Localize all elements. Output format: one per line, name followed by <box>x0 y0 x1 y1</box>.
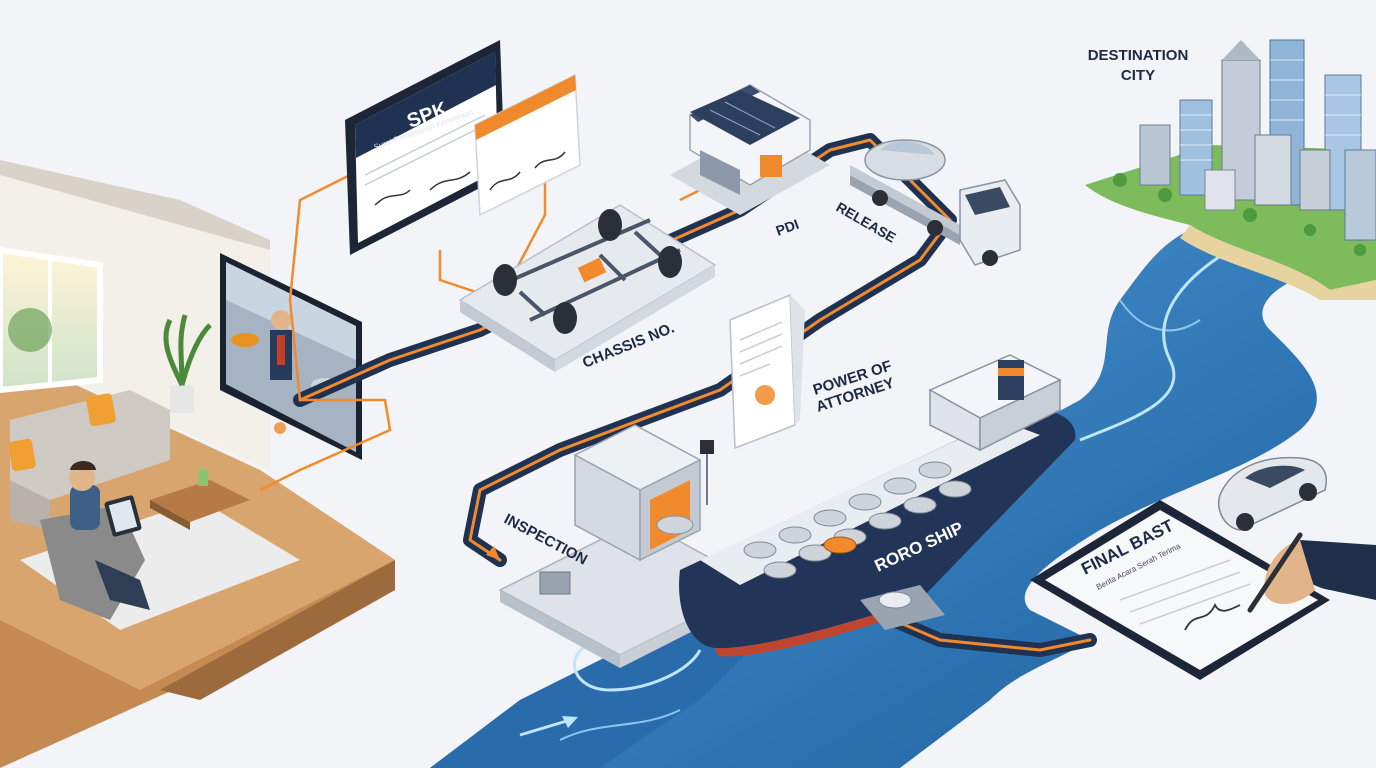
spk-document-tablet <box>345 40 505 255</box>
delivered-car <box>1218 456 1327 531</box>
customer-living-room <box>0 160 395 768</box>
pdi-warehouse <box>670 84 830 215</box>
car-carrier-truck <box>850 139 1021 266</box>
power-of-attorney-document <box>729 293 805 450</box>
showroom-video-screen <box>220 253 362 460</box>
final-bast-tablet <box>1030 500 1376 680</box>
chassis-platform <box>458 204 717 372</box>
destination-label-line2: CITY <box>1121 67 1155 84</box>
destination-label-line1: DESTINATION <box>1088 47 1189 64</box>
signed-contract-card <box>474 73 581 217</box>
destination-city <box>1085 39 1376 300</box>
pdi-label: PDI <box>774 216 801 239</box>
roro-ship <box>679 354 1076 657</box>
